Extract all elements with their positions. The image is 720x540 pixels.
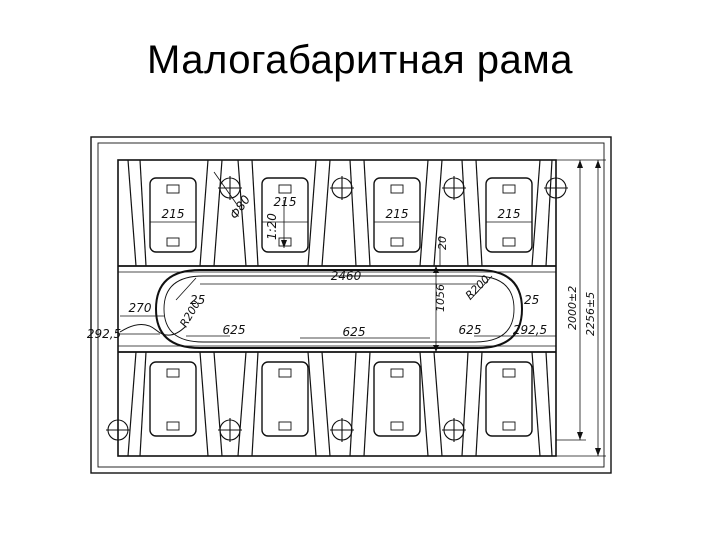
dim-height-2000: 2000±2 — [566, 286, 579, 330]
dim-pocket-width-3: 215 — [386, 207, 409, 221]
slide-title: Малогабаритная рама — [146, 38, 573, 82]
inner-frame-outline — [97, 142, 605, 468]
arrowheads — [281, 160, 601, 456]
dim-offset-2925-right: 292,5 — [513, 323, 547, 337]
bottom-pockets — [149, 361, 533, 437]
dim-chamfer-left: 25 — [190, 293, 205, 307]
dim-offset-2925-left: 292,5 — [87, 327, 121, 341]
dim-hole-diameter: Ф80 — [227, 192, 253, 221]
dim-length-2460: 2460 — [331, 269, 362, 283]
break-line — [119, 324, 187, 336]
dim-pitch-c: 625 — [459, 323, 482, 337]
dim-pocket-width-1: 215 — [162, 207, 185, 221]
bolt-marks — [166, 184, 516, 431]
frame-body — [117, 159, 557, 457]
dim-offset-270: 270 — [129, 301, 152, 315]
dim-slope: 1:20 — [265, 213, 279, 240]
dim-web-20: 20 — [436, 236, 449, 250]
dim-pocket-width-4: 215 — [498, 207, 521, 221]
dim-width-1056: 1056 — [434, 284, 447, 312]
central-slot — [154, 269, 524, 349]
dim-chamfer-right: 25 — [524, 293, 539, 307]
dim-pitch-a: 625 — [223, 323, 246, 337]
bottom-ribs — [127, 351, 553, 457]
outer-frame-outline — [90, 136, 612, 474]
top-pockets — [149, 177, 533, 253]
top-ribs — [127, 159, 553, 267]
round-holes — [106, 176, 568, 442]
dim-height-2256: 2256±5 — [584, 292, 597, 336]
dim-pitch-b: 625 — [343, 325, 366, 339]
dim-pocket-width-2: 215 — [274, 195, 297, 209]
